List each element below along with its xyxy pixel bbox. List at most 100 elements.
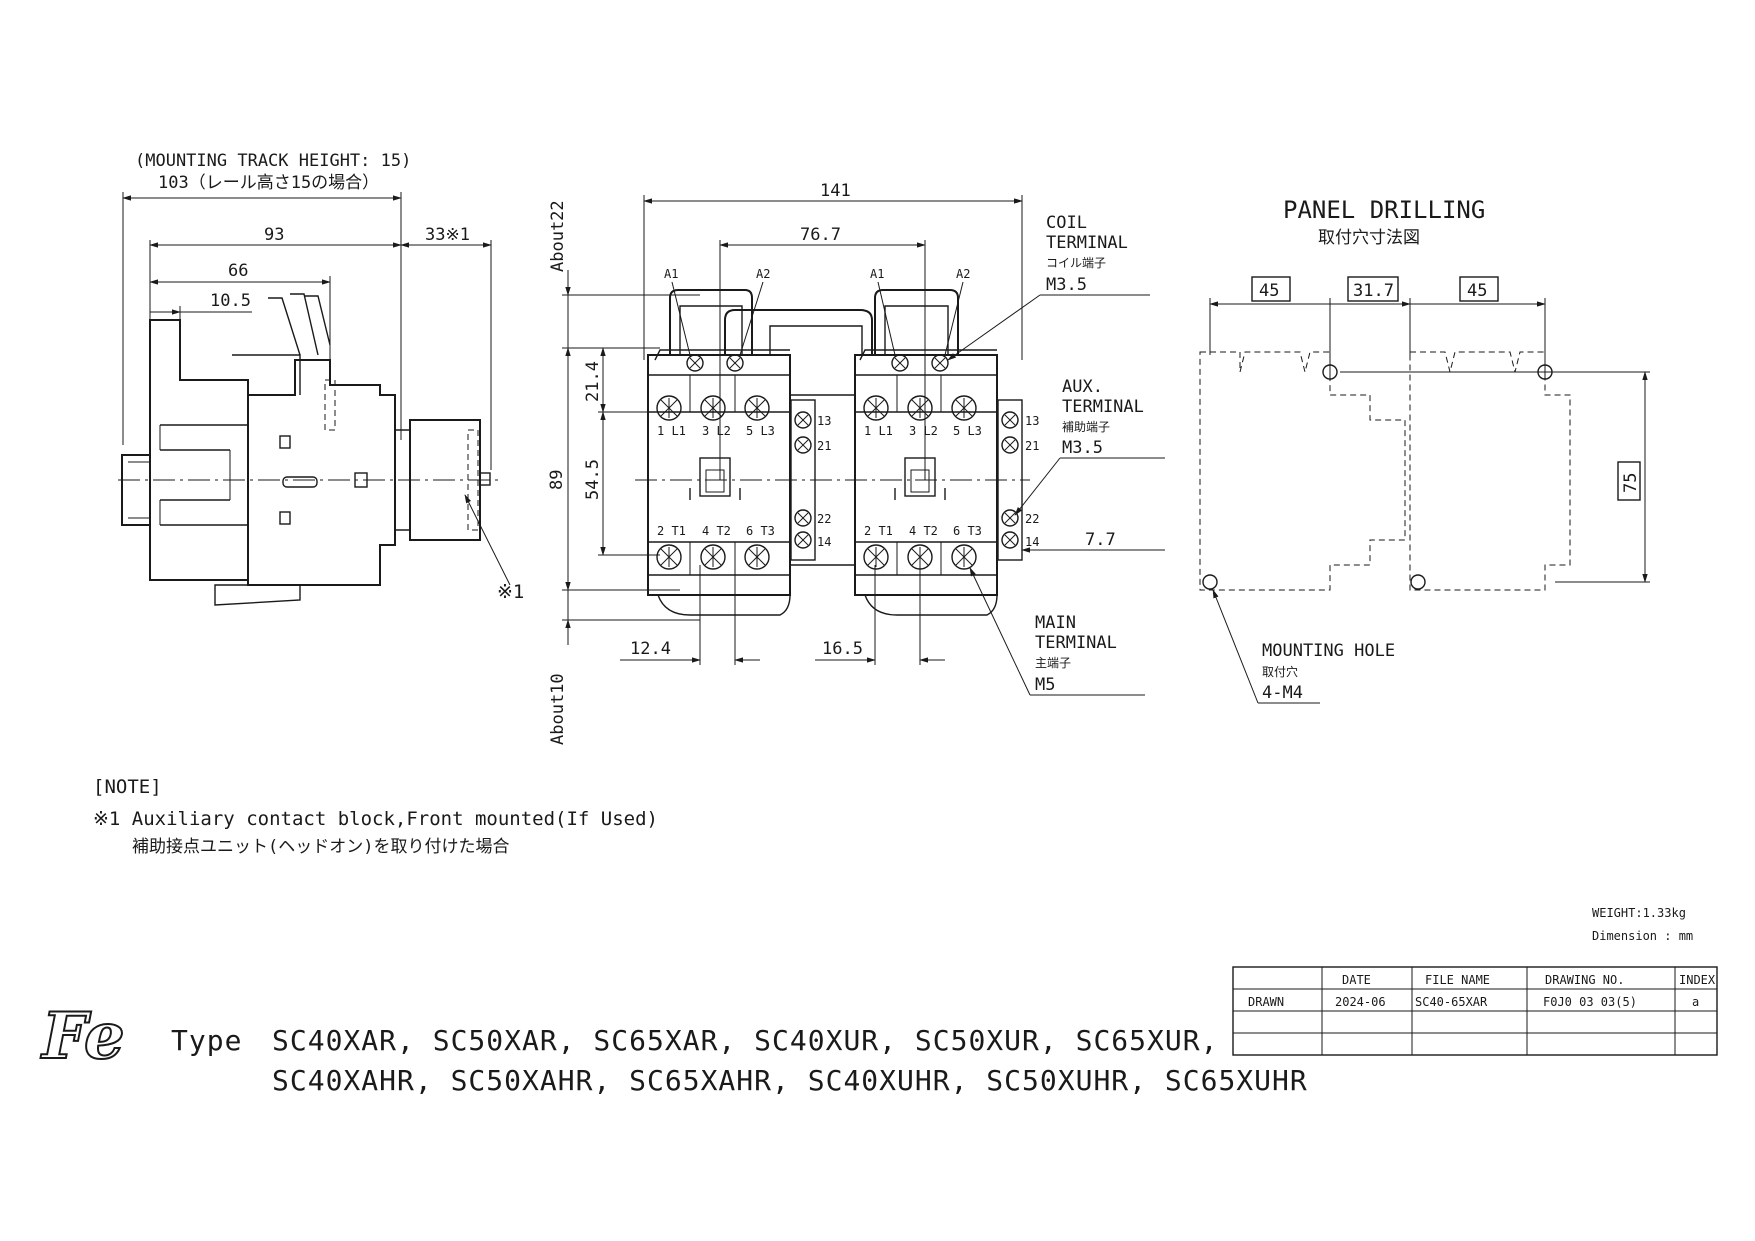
- dim-75: 75: [1621, 473, 1641, 493]
- track-height-note: (MOUNTING TRACK HEIGHT: 15): [135, 151, 411, 171]
- label-4-t2-right: 4 T2: [909, 524, 938, 538]
- dim-141-label: 141: [820, 181, 851, 201]
- front-view: About22 89 About10 21.4 54.5 141 76.7: [547, 181, 1165, 745]
- label-6-t3-right: 6 T3: [953, 524, 982, 538]
- th-file-name: FILE NAME: [1425, 973, 1490, 987]
- dim-89-label: 89: [547, 470, 567, 490]
- weight-label: WEIGHT:1.33kg: [1592, 906, 1686, 920]
- interlock-arm-left: [669, 289, 753, 355]
- td-drawn: DRAWN: [1248, 995, 1284, 1009]
- dim-box-31-7: [1347, 276, 1399, 302]
- td-drawing-no: F0J0 03 03(5): [1543, 995, 1637, 1009]
- dim-7-7-label: 7.7: [1085, 530, 1116, 550]
- dim-45-right: 45: [1467, 281, 1487, 301]
- dim-box-45-left: [1251, 276, 1291, 302]
- mounting-hole-bottom-right: [1410, 574, 1426, 590]
- main-terminal-jp: 主端子: [1035, 656, 1071, 670]
- dim-66-label: 66: [228, 261, 248, 281]
- dim-54-5-label: 54.5: [583, 459, 603, 500]
- dim-93-label: 93: [264, 225, 284, 245]
- dim-21-4-label: 21.4: [583, 361, 603, 402]
- dim-16-5-label: 16.5: [822, 639, 863, 659]
- drilling-outline-right: [1409, 351, 1571, 591]
- label-aux-13-left: 13: [817, 414, 831, 428]
- mounting-hole-bottom-left: [1202, 574, 1218, 590]
- mounting-hole-size: 4-M4: [1262, 683, 1303, 703]
- td-file-name: SC40-65XAR: [1415, 995, 1488, 1009]
- label-a1-right: A1: [870, 267, 884, 281]
- th-date: DATE: [1342, 973, 1371, 987]
- label-a1-left: A1: [664, 267, 678, 281]
- dim-about10-label: About10: [548, 673, 568, 745]
- label-aux-21-right: 21: [1025, 439, 1039, 453]
- main-terminal-size: M5: [1035, 675, 1055, 695]
- label-aux-14-right: 14: [1025, 535, 1039, 549]
- label-3-l2-left: 3 L2: [702, 424, 731, 438]
- coil-terminal-size: M3.5: [1046, 275, 1087, 295]
- note-item-1-jp: 補助接点ユニット(ヘッドオン)を取り付けた場合: [132, 837, 509, 857]
- title-block: DATE FILE NAME DRAWING NO. INDEX DRAWN 2…: [1232, 966, 1718, 1056]
- label-5-l3-left: 5 L3: [746, 424, 775, 438]
- dim-31-7: 31.7: [1353, 281, 1394, 301]
- interlock-arm-center: [724, 309, 873, 355]
- aux-terminal-line1: AUX.: [1062, 377, 1103, 397]
- label-a2-left: A2: [756, 267, 770, 281]
- aux-terminal-line2: TERMINAL: [1062, 397, 1144, 417]
- side-body: [247, 359, 396, 586]
- label-1-l1-left: 1 L1: [657, 424, 686, 438]
- dim-box-75: [1617, 461, 1641, 501]
- contactor-right: [854, 349, 1023, 616]
- label-3-l2-right: 3 L2: [909, 424, 938, 438]
- drilling-outline-left: [1199, 351, 1406, 591]
- label-aux-14-left: 14: [817, 535, 831, 549]
- panel-drilling-title-jp: 取付穴寸法図: [1318, 228, 1420, 248]
- side-view: (MOUNTING TRACK HEIGHT: 15) 103（レール高さ15の…: [118, 151, 524, 606]
- dim-box-45-right: [1459, 276, 1499, 302]
- mounting-hole-label: MOUNTING HOLE: [1262, 641, 1395, 661]
- interlock-arm-right: [874, 289, 959, 355]
- td-date: 2024-06: [1335, 995, 1386, 1009]
- mounting-hole-top-left: [1322, 364, 1338, 380]
- side-aux-block: [409, 419, 481, 541]
- note-item-1: ※1 Auxiliary contact block,Front mounted…: [93, 808, 658, 830]
- dim-76-7-label: 76.7: [800, 225, 841, 245]
- fe-logo: Fe: [39, 998, 126, 1075]
- th-index: INDEX: [1679, 973, 1716, 987]
- aux-terminal-jp: 補助端子: [1062, 420, 1110, 434]
- contactor-left: [647, 349, 816, 616]
- type-models-line1: SC40XAR, SC50XAR, SC65XAR, SC40XUR, SC50…: [272, 1024, 1218, 1057]
- coil-terminal-line1: COIL: [1046, 213, 1087, 233]
- dimension-unit-label: Dimension : mm: [1592, 929, 1693, 943]
- main-terminal-line2: TERMINAL: [1035, 633, 1117, 653]
- label-aux-22-left: 22: [817, 512, 831, 526]
- dim-10-5-label: 10.5: [210, 291, 251, 311]
- label-a2-right: A2: [956, 267, 970, 281]
- notes: [NOTE] ※1 Auxiliary contact block,Front …: [93, 776, 658, 857]
- dim-33-label: 33※1: [425, 225, 470, 245]
- label-aux-22-right: 22: [1025, 512, 1039, 526]
- panel-drilling-title: PANEL DRILLING: [1283, 196, 1485, 224]
- overall-dimension-label: 103（レール高さ15の場合）: [158, 173, 379, 193]
- mounting-hole-jp: 取付穴: [1262, 664, 1298, 679]
- td-index: a: [1692, 995, 1699, 1009]
- dim-45-left: 45: [1259, 281, 1279, 301]
- label-2-t1-right: 2 T1: [864, 524, 893, 538]
- callout-note-1: ※1: [497, 581, 524, 603]
- note-header: [NOTE]: [93, 776, 162, 798]
- th-drawing-no: DRAWING NO.: [1545, 973, 1624, 987]
- fe-logo-text: Fe: [40, 999, 125, 1074]
- side-din-clip: [149, 319, 249, 581]
- side-rail-clip: [121, 454, 151, 526]
- main-terminal-line1: MAIN: [1035, 613, 1076, 633]
- panel-drilling: PANEL DRILLING 取付穴寸法図 45 31.7 45 75 MOUN…: [1199, 196, 1650, 704]
- dim-12-4-label: 12.4: [630, 639, 671, 659]
- label-5-l3-right: 5 L3: [953, 424, 982, 438]
- label-1-l1-right: 1 L1: [864, 424, 893, 438]
- type-models-line2: SC40XAHR, SC50XAHR, SC65XAHR, SC40XUHR, …: [272, 1064, 1308, 1097]
- dim-about22-label: About22: [548, 200, 568, 272]
- coil-terminal-line2: TERMINAL: [1046, 233, 1128, 253]
- label-aux-13-right: 13: [1025, 414, 1039, 428]
- label-aux-21-left: 21: [817, 439, 831, 453]
- aux-terminal-size: M3.5: [1062, 438, 1103, 458]
